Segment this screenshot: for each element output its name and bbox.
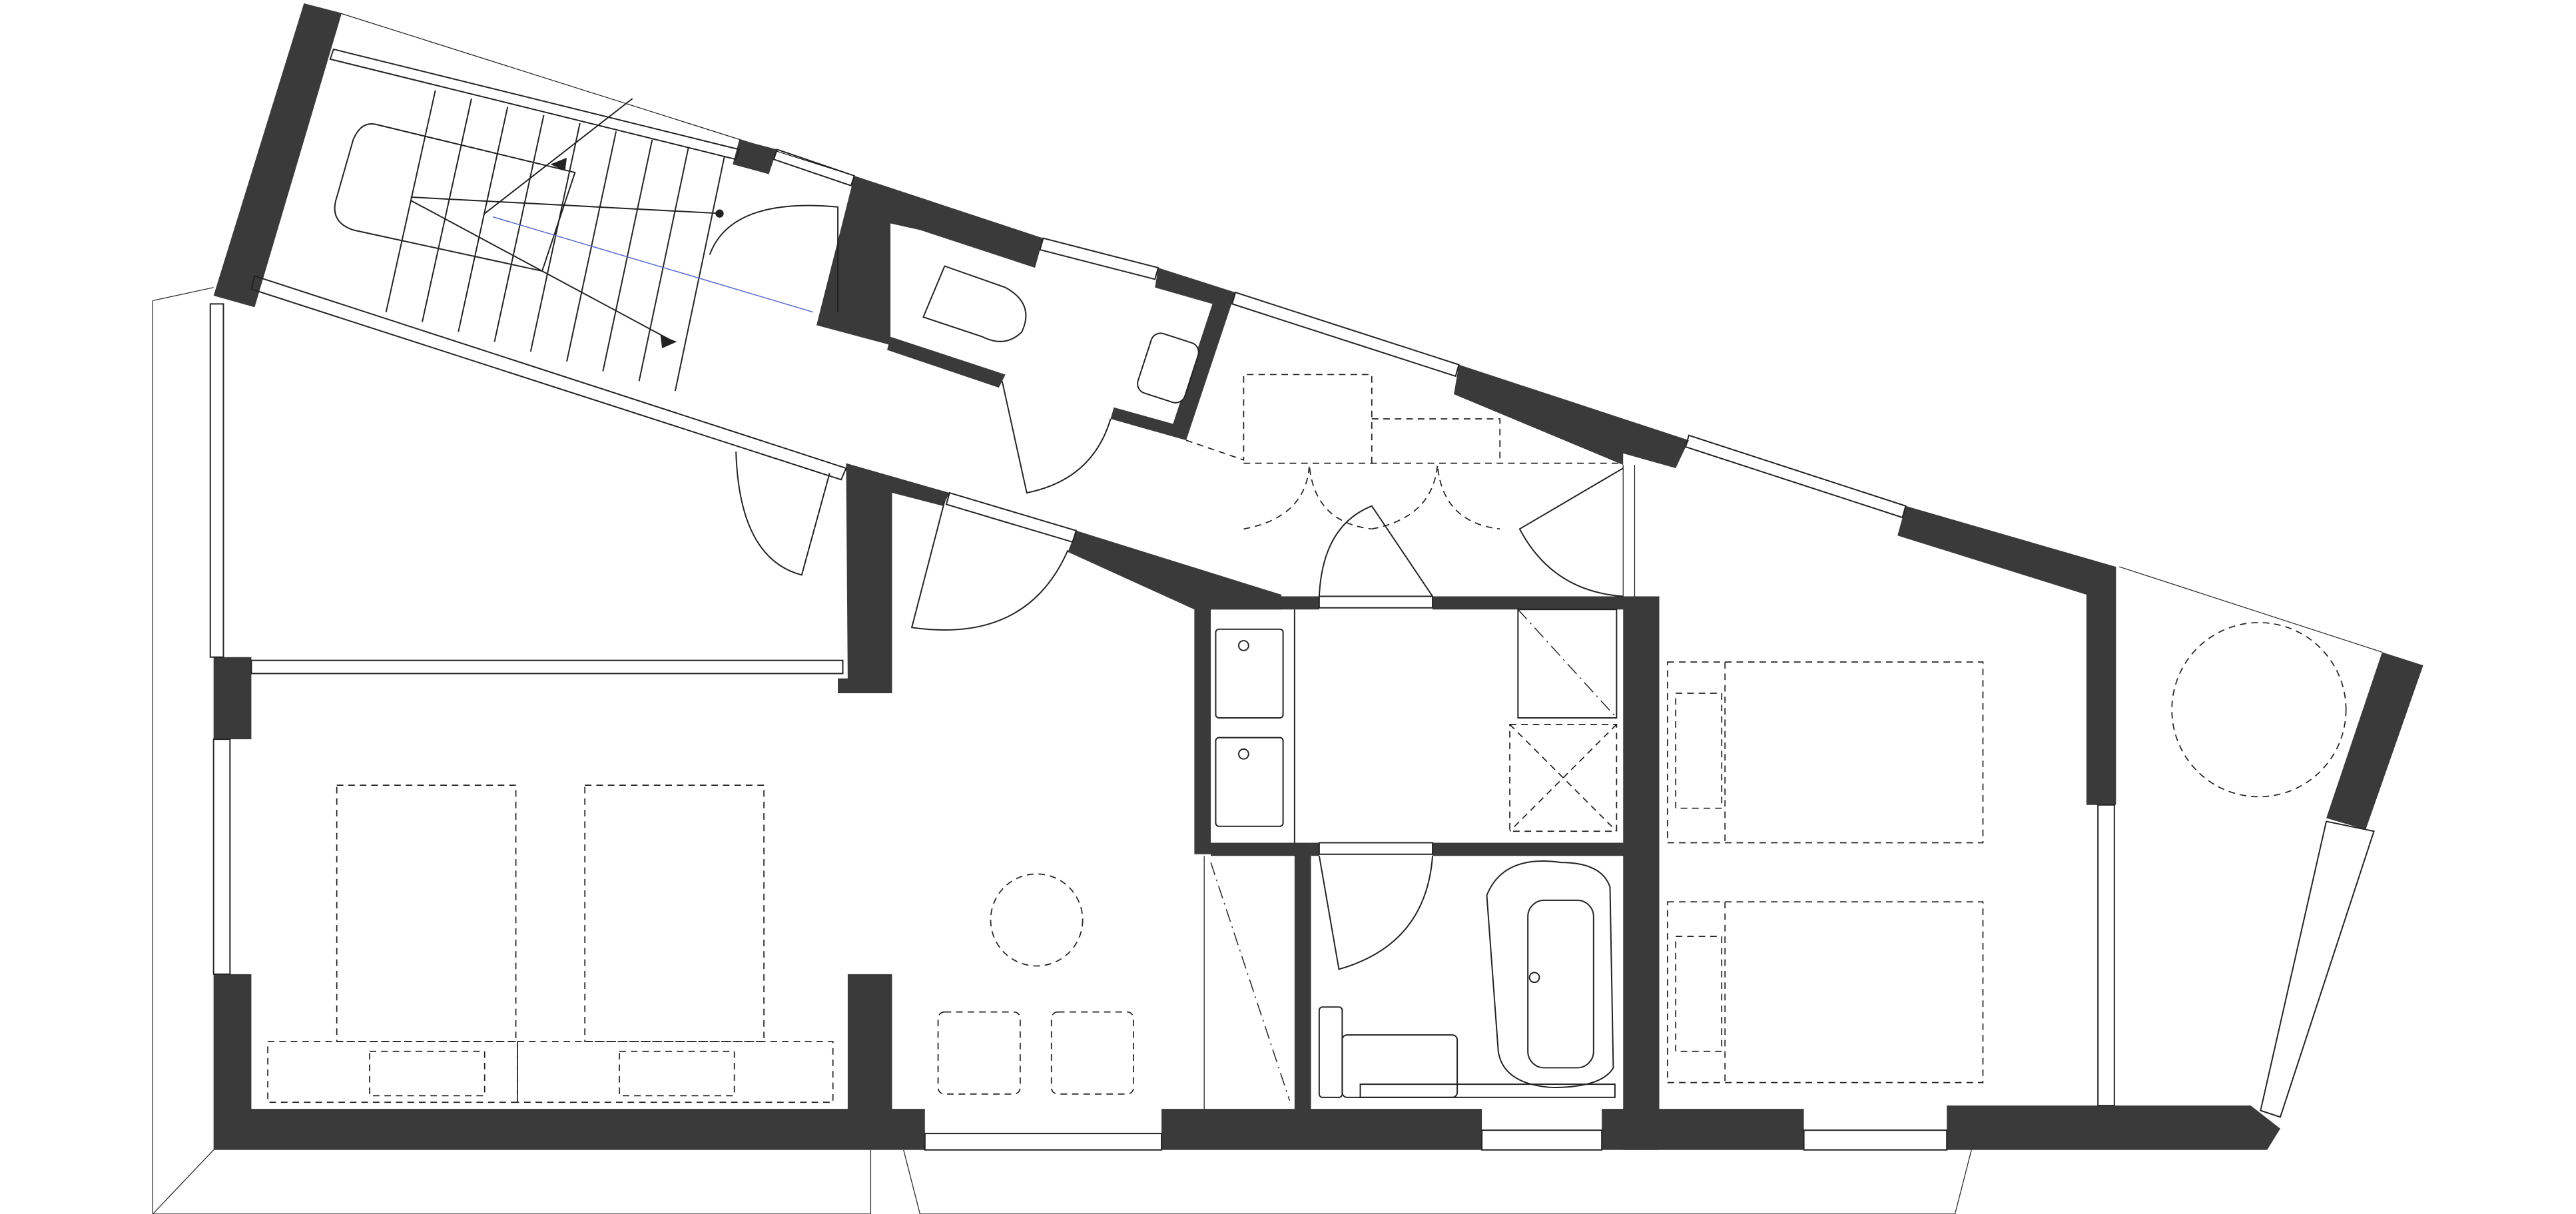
bed	[336, 784, 517, 1042]
door-hall	[735, 452, 830, 576]
bath-top-wall-e	[1433, 596, 1660, 1150]
window	[1039, 237, 1159, 280]
stair-tread	[385, 90, 436, 312]
wc-fixtures	[922, 265, 1199, 404]
toilet	[1318, 1006, 1343, 1098]
stair-landing-wall	[733, 139, 777, 174]
door-living	[910, 501, 1069, 631]
door-stair	[709, 204, 839, 312]
wc-wall	[816, 175, 1044, 346]
arrow-up-icon	[550, 157, 567, 171]
wc-east-wall	[1110, 268, 1236, 441]
window	[945, 491, 1077, 543]
wardrobe	[1185, 374, 1624, 530]
window	[329, 48, 741, 160]
stair-landing	[334, 123, 576, 272]
stair-tread	[529, 123, 581, 352]
balcony-east-wall	[2326, 652, 2423, 830]
chair	[937, 1011, 1021, 1095]
shower-tray	[1509, 724, 1618, 832]
table	[990, 873, 1084, 967]
stair-tread	[674, 156, 725, 392]
doors	[709, 204, 1624, 970]
door-wc	[1001, 381, 1112, 494]
bathtub	[1486, 860, 1614, 1089]
furniture	[267, 622, 2347, 1103]
south-wall-2	[1602, 1109, 1804, 1150]
north-wall-east	[1897, 505, 2116, 805]
sink	[1215, 737, 1284, 827]
stair-tread	[602, 139, 653, 372]
stair-guide-line	[492, 216, 814, 313]
west-wall-lower	[213, 974, 925, 1150]
window	[1803, 1129, 1948, 1151]
sink	[1215, 628, 1284, 719]
stair-tread	[422, 98, 472, 322]
stair-tread	[458, 107, 509, 332]
arrow-down-icon	[660, 335, 677, 348]
window	[1481, 1129, 1603, 1151]
north-wall-mid	[1454, 364, 1689, 469]
staircase	[334, 90, 814, 392]
living-north-wall	[1068, 530, 1282, 610]
window	[2260, 820, 2375, 1118]
west-wall-upper	[213, 657, 252, 740]
door-shower	[1318, 856, 1434, 970]
stair-tread	[493, 115, 545, 342]
chair	[1050, 1011, 1134, 1095]
wc-sink	[1137, 332, 1199, 404]
bed	[1666, 901, 1984, 1083]
windows	[209, 48, 2375, 1151]
south-wall-1	[1161, 1109, 1482, 1150]
wc-south-wall	[887, 336, 1006, 388]
window	[2097, 804, 2115, 1107]
walls	[213, 3, 2423, 1150]
window	[209, 303, 224, 658]
window	[250, 275, 847, 481]
bathroom-fixtures	[1203, 609, 1618, 1109]
bath-mid-wall	[1311, 842, 1319, 856]
toilet	[922, 265, 1027, 342]
window	[1231, 291, 1460, 378]
stair-tread	[638, 147, 689, 382]
stair-west-wall	[213, 3, 342, 308]
south-wall-3	[1947, 1105, 2280, 1150]
hall-wall	[838, 463, 950, 694]
bath-top-wall-w	[1194, 596, 1319, 1117]
door-bath-north	[1318, 505, 1433, 597]
balcony-table	[2171, 622, 2347, 798]
door-bedroom-right	[1518, 467, 1624, 597]
bed	[1666, 661, 1984, 844]
window	[1684, 434, 1907, 519]
window	[250, 659, 844, 675]
window	[773, 149, 856, 187]
bed	[584, 784, 765, 1042]
window	[212, 739, 231, 975]
window	[924, 1133, 1163, 1151]
